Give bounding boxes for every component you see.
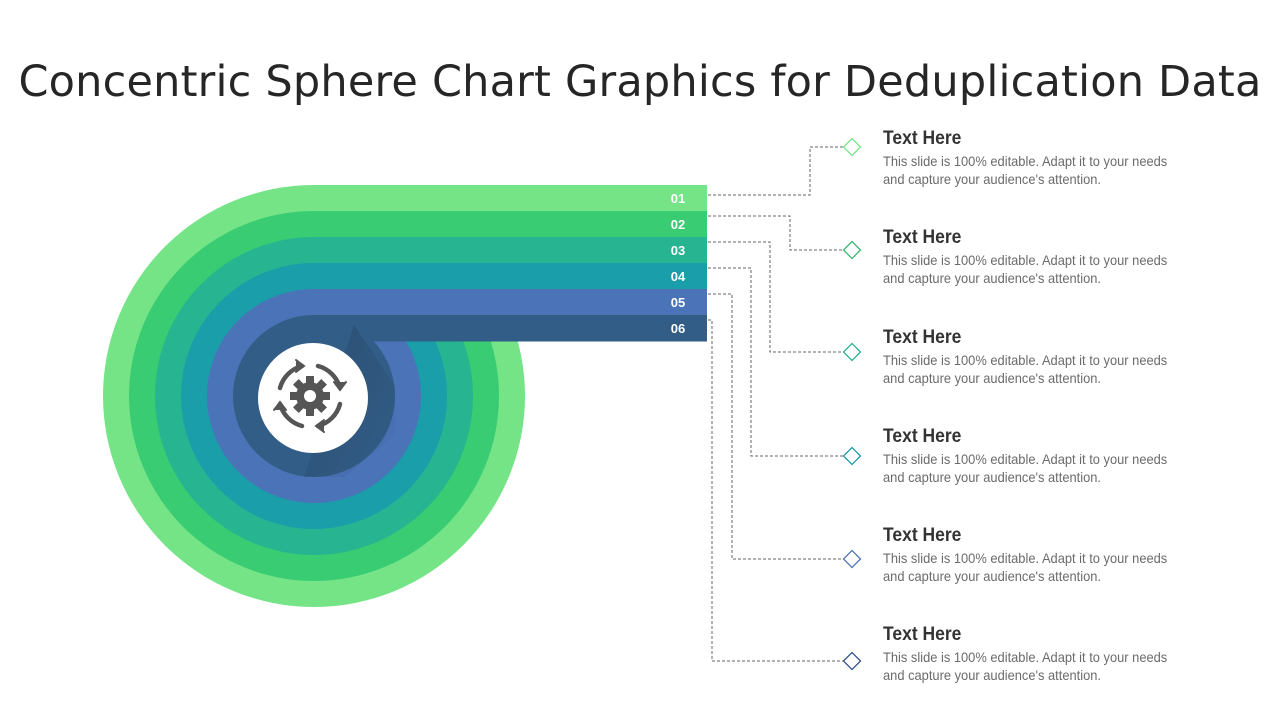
- band-layer-05: [314, 289, 707, 316]
- slide-title: Concentric Sphere Chart Graphics for Ded…: [18, 56, 1262, 107]
- gear-refresh-cycle-icon: [273, 359, 347, 433]
- text-item-3: Text Here This slide is 100% editable. A…: [883, 327, 1223, 387]
- item-description: This slide is 100% editable. Adapt it to…: [883, 649, 1168, 683]
- item-description: This slide is 100% editable. Adapt it to…: [883, 153, 1168, 187]
- item-heading: Text Here: [883, 525, 962, 546]
- item-heading: Text Here: [883, 227, 962, 248]
- diamond-marker-icon: [842, 651, 862, 671]
- connector-line: [708, 146, 843, 196]
- item-heading: Text Here: [883, 624, 962, 645]
- connector-line: [708, 319, 843, 662]
- band-layer-01: [314, 185, 707, 212]
- item-description: This slide is 100% editable. Adapt it to…: [883, 451, 1168, 485]
- band-layer-04: [314, 263, 707, 290]
- item-description: This slide is 100% editable. Adapt it to…: [883, 252, 1168, 286]
- connector-line: [708, 215, 843, 251]
- item-heading: Text Here: [883, 426, 962, 447]
- band-number-label: 05: [671, 295, 685, 310]
- text-item-1: Text Here This slide is 100% editable. A…: [883, 128, 1223, 188]
- item-heading: Text Here: [883, 327, 962, 348]
- band-number-label: 06: [671, 321, 685, 336]
- diamond-marker-icon: [842, 137, 862, 157]
- text-item-2: Text Here This slide is 100% editable. A…: [883, 227, 1223, 287]
- connector-line: [708, 241, 843, 353]
- connector-line: [708, 293, 843, 560]
- diamond-marker-icon: [842, 342, 862, 362]
- band-layer-03: [314, 237, 707, 264]
- band-number-label: 01: [671, 191, 685, 206]
- diamond-marker-icon: [842, 549, 862, 569]
- diamond-marker-icon: [842, 446, 862, 466]
- item-heading: Text Here: [883, 128, 962, 149]
- diamond-marker-icon: [842, 240, 862, 260]
- text-item-5: Text Here This slide is 100% editable. A…: [883, 525, 1223, 585]
- text-item-4: Text Here This slide is 100% editable. A…: [883, 426, 1223, 486]
- band-layer-06: [314, 315, 707, 342]
- text-item-6: Text Here This slide is 100% editable. A…: [883, 624, 1223, 684]
- item-description: This slide is 100% editable. Adapt it to…: [883, 550, 1168, 584]
- band-layer-02: [314, 211, 707, 238]
- band-number-label: 03: [671, 243, 685, 258]
- band-number-label: 04: [671, 269, 686, 284]
- band-number-label: 02: [671, 217, 685, 232]
- connector-line: [708, 267, 843, 457]
- item-description: This slide is 100% editable. Adapt it to…: [883, 352, 1168, 386]
